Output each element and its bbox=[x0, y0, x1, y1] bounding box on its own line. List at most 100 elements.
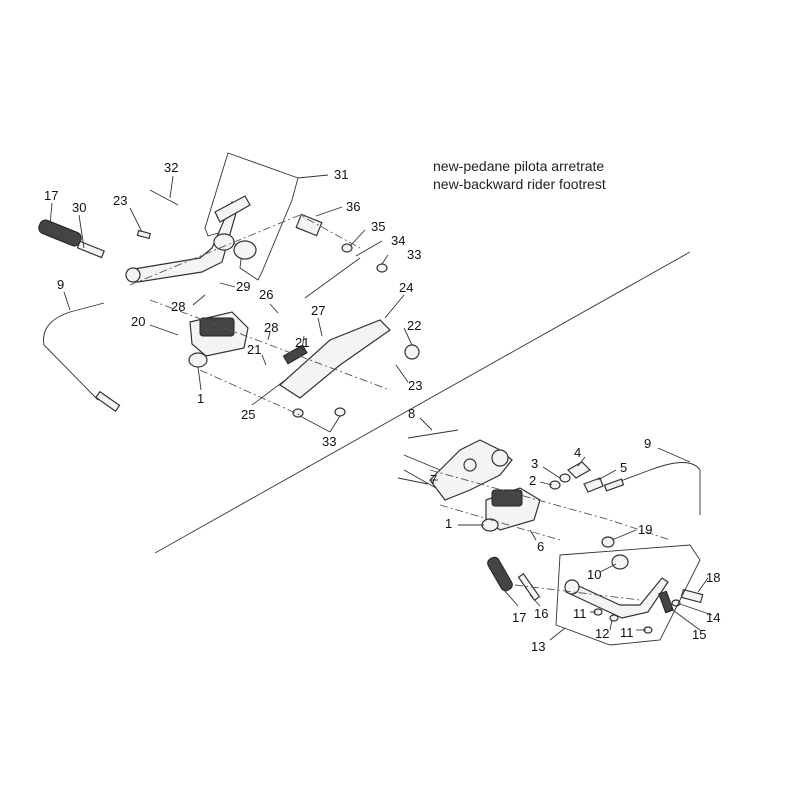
callout-34: 34 bbox=[391, 233, 405, 248]
rod-34 bbox=[304, 257, 361, 299]
callout-6: 6 bbox=[537, 539, 544, 554]
assembly-separator-line bbox=[154, 251, 691, 554]
nut-33-top bbox=[376, 263, 388, 273]
assembly-axis-3 bbox=[199, 369, 301, 416]
callout-31: 31 bbox=[334, 167, 348, 182]
assembly-axis-6 bbox=[514, 584, 641, 601]
bushing-19 bbox=[601, 536, 615, 548]
callout-25: 25 bbox=[241, 407, 255, 422]
assembly-axis-5 bbox=[439, 504, 561, 541]
callout-33: 33 bbox=[407, 247, 421, 262]
linkage-bracket-24 bbox=[279, 319, 391, 399]
right-callout-leaders bbox=[419, 417, 713, 641]
washer-3 bbox=[559, 473, 571, 483]
callout-19: 19 bbox=[638, 522, 652, 537]
footrest-bracket-outline bbox=[204, 152, 299, 281]
callout-30: 30 bbox=[72, 200, 86, 215]
diagram-title-english: new-backward rider footrest bbox=[433, 176, 606, 192]
right-callouts: 8 7 3 4 5 9 2 1 6 19 10 18 17 16 11 14 1… bbox=[408, 406, 720, 654]
callout-5: 5 bbox=[620, 460, 627, 475]
master-cylinder-left bbox=[188, 311, 249, 368]
callout-10: 10 bbox=[587, 567, 601, 582]
callout-20: 20 bbox=[131, 314, 145, 329]
pedal-group-outline bbox=[555, 544, 701, 646]
callout-35: 35 bbox=[371, 219, 385, 234]
footpeg-rubber-right bbox=[487, 556, 513, 592]
right-assembly bbox=[397, 429, 704, 646]
assembly-axis-1 bbox=[129, 214, 361, 286]
callout-22: 22 bbox=[407, 318, 421, 333]
callout-26: 26 bbox=[259, 287, 273, 302]
left-assembly bbox=[38, 152, 420, 418]
assembly-axis-2 bbox=[149, 299, 391, 391]
callout-27: 27 bbox=[311, 303, 325, 318]
callout-23: 23 bbox=[408, 378, 422, 393]
pin-23 bbox=[136, 229, 152, 240]
callout-33: 33 bbox=[322, 434, 336, 449]
footpeg-rubber-left bbox=[38, 219, 82, 247]
washer-35 bbox=[341, 243, 353, 253]
callout-1: 1 bbox=[197, 391, 204, 406]
spacer-36 bbox=[295, 213, 323, 237]
callout-18: 18 bbox=[706, 570, 720, 585]
bolt-8a bbox=[407, 429, 459, 439]
nut-33-left bbox=[292, 408, 304, 418]
washer-2 bbox=[549, 480, 561, 490]
callout-9: 9 bbox=[644, 436, 651, 451]
bushing-10 bbox=[611, 554, 629, 570]
master-cylinder-right bbox=[481, 487, 541, 532]
bracket-boss-1 bbox=[491, 449, 509, 467]
left-callout-leaders bbox=[49, 174, 413, 433]
callout-14: 14 bbox=[706, 610, 720, 625]
bushing-right bbox=[233, 240, 257, 260]
pin-5 bbox=[583, 477, 604, 493]
callout-21: 21 bbox=[247, 342, 261, 357]
callout-17: 17 bbox=[512, 610, 526, 625]
bushing-left bbox=[213, 233, 235, 251]
diagram-title-italian: new-pedane pilota arretrate bbox=[433, 158, 605, 174]
callout-28: 28 bbox=[171, 299, 185, 314]
callout-2: 2 bbox=[529, 473, 536, 488]
bracket-boss-2 bbox=[463, 458, 477, 472]
pedal-pivot bbox=[125, 267, 141, 283]
callout-11: 11 bbox=[620, 625, 634, 640]
return-spring-15 bbox=[658, 590, 674, 614]
callout-3: 3 bbox=[531, 456, 538, 471]
brake-pedal-lever-right bbox=[565, 577, 669, 619]
callout-32: 32 bbox=[164, 160, 178, 175]
callout-9: 9 bbox=[57, 277, 64, 292]
callout-13: 13 bbox=[531, 639, 545, 654]
callout-1: 1 bbox=[445, 516, 452, 531]
callout-24: 24 bbox=[399, 280, 413, 295]
callout-17: 17 bbox=[44, 188, 58, 203]
callout-8: 8 bbox=[408, 406, 415, 421]
bolt-7b bbox=[397, 477, 429, 485]
assembly-axis-4 bbox=[429, 469, 671, 541]
callout-16: 16 bbox=[534, 606, 548, 621]
callout-11: 11 bbox=[573, 606, 587, 621]
callout-36: 36 bbox=[346, 199, 360, 214]
callout-28: 28 bbox=[264, 320, 278, 335]
nut-33-right bbox=[334, 407, 346, 417]
pedal-pivot-right bbox=[564, 579, 580, 595]
nut-12 bbox=[609, 614, 619, 622]
bolt-22 bbox=[404, 344, 420, 360]
cable-end-left bbox=[95, 390, 121, 412]
cable-end-right bbox=[603, 478, 625, 492]
left-callouts: 32 31 17 30 23 36 35 34 33 9 29 28 26 24… bbox=[44, 160, 422, 449]
brake-cable-right bbox=[609, 462, 701, 515]
callout-7: 7 bbox=[430, 472, 437, 487]
bolt-32 bbox=[149, 189, 179, 206]
bolt-8b bbox=[403, 454, 441, 471]
callout-29: 29 bbox=[236, 279, 250, 294]
footpeg-pin bbox=[76, 240, 105, 259]
clevis-4 bbox=[567, 461, 591, 479]
footpeg-pin-right bbox=[517, 572, 541, 602]
callout-4: 4 bbox=[574, 445, 581, 460]
callout-23: 23 bbox=[113, 193, 127, 208]
bolt-18 bbox=[680, 588, 704, 604]
brake-cable-left bbox=[43, 302, 105, 401]
callout-12: 12 bbox=[595, 626, 609, 641]
